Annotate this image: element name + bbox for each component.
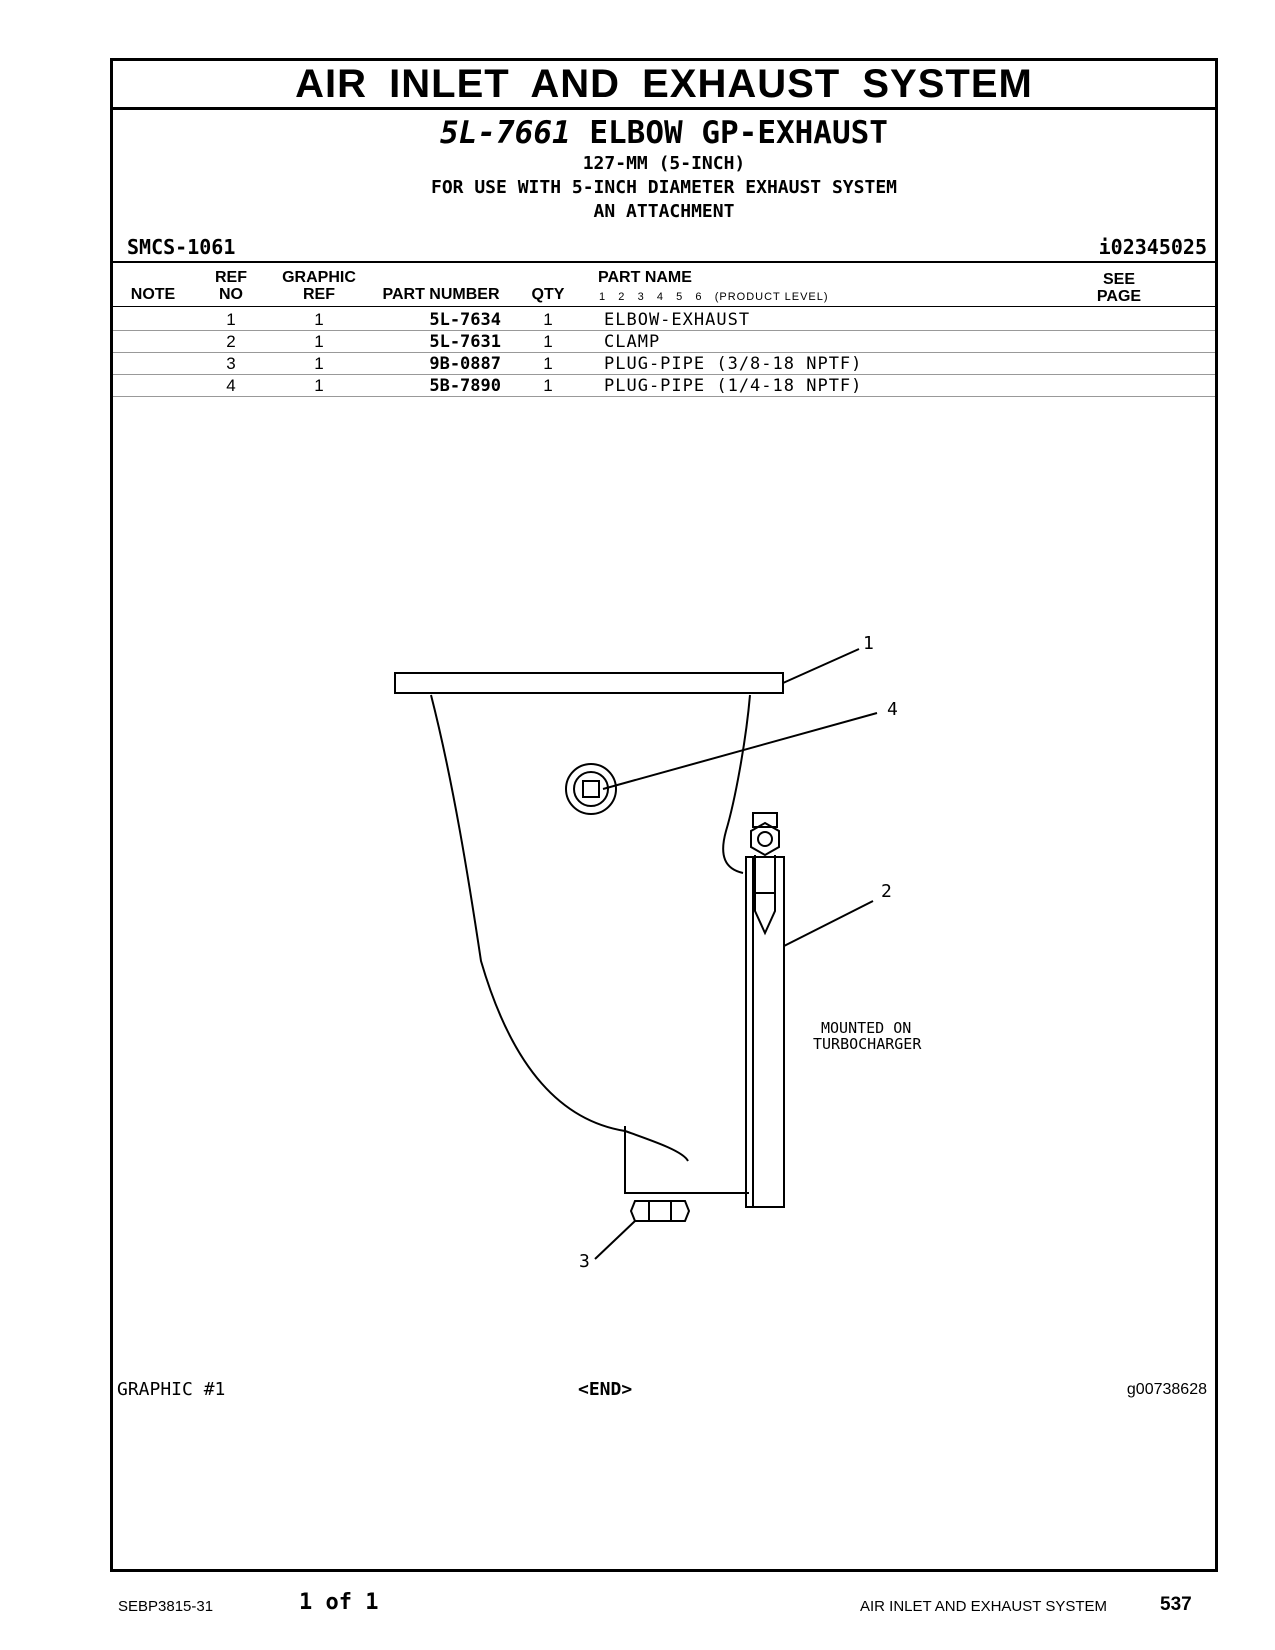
table-row: 3 1 9B-0887 1 PLUG-PIPE (3/8-18 NPTF) (226, 354, 863, 374)
row-divider (113, 330, 1215, 331)
clamp-band (745, 856, 785, 1208)
section-title: AIR INLET AND EXHAUST SYSTEM (113, 61, 1215, 110)
row-divider (113, 374, 1215, 375)
flange-shape (394, 672, 784, 694)
elbow-exhaust-drawing: 1 4 2 3 MOUNTED ON TURBOCHARGER (394, 633, 922, 1272)
table-row: 1 1 5L-7634 1 ELBOW-EXHAUST (226, 310, 751, 330)
col-qty: QTY (531, 286, 565, 303)
plug-4-square (582, 780, 600, 798)
leader-4 (602, 712, 878, 790)
inner-curve (624, 1130, 689, 1162)
callout-4: 4 (887, 699, 898, 720)
table-row: 2 1 5L-7631 1 CLAMP (226, 332, 661, 352)
graphic-label: GRAPHIC #1 (117, 1379, 226, 1400)
clamp-nut (750, 821, 780, 857)
end-marker: <END> (578, 1379, 633, 1400)
plug-3-hex (629, 1200, 691, 1222)
clamp-top-block (752, 812, 778, 828)
body-left-contour (430, 694, 626, 1132)
info-number: i02345025 (1098, 235, 1207, 259)
plug-4-outer (565, 763, 617, 815)
leader-2 (783, 900, 874, 947)
outlet-edge (624, 1126, 749, 1194)
group-subtitle-1: 127-MM (5-INCH) (582, 153, 746, 174)
plug-4-inner (573, 771, 609, 807)
mounting-note-line-2: TURBOCHARGER (813, 1035, 922, 1053)
group-part-number: 5L-7661 (440, 115, 571, 151)
callout-1: 1 (863, 633, 874, 654)
page-of: 1 of 1 (299, 1590, 379, 1615)
footer-section-title: AIR INLET AND EXHAUST SYSTEM (860, 1598, 1108, 1615)
col-part-name: PART NAME (598, 269, 692, 286)
leader-3 (594, 1220, 636, 1260)
page-number: 537 (1160, 1594, 1192, 1615)
table-row: 4 1 5B-7890 1 PLUG-PIPE (1/4-18 NPTF) (226, 376, 863, 396)
group-subtitle-3: AN ATTACHMENT (593, 201, 735, 222)
group-subtitle-2: FOR USE WITH 5-INCH DIAMETER EXHAUST SYS… (431, 177, 897, 198)
callout-3: 3 (579, 1251, 590, 1272)
col-product-level: 1 2 3 4 5 6 (PRODUCT LEVEL) (599, 291, 829, 303)
body-right-contour (722, 694, 751, 874)
doc-number: SEBP3815-31 (118, 1598, 214, 1615)
smcs-code: SMCS-1061 (127, 235, 236, 259)
row-divider (113, 396, 1215, 397)
leader-1 (782, 648, 860, 684)
page-frame: AIR INLET AND EXHAUST SYSTEM 5L-7661 ELB… (110, 58, 1218, 1572)
graphic-id: g00738628 (1126, 1381, 1207, 1398)
group-name: ELBOW GP-EXHAUST (589, 115, 888, 151)
header-rule (113, 261, 1215, 263)
col-note: NOTE (130, 286, 176, 303)
group-title: 5L-7661 ELBOW GP-EXHAUST (113, 115, 1215, 151)
clamp-nut-hole (757, 831, 773, 847)
mounting-note-line-1: MOUNTED ON (821, 1019, 911, 1037)
col-part-number: PART NUMBER (382, 286, 500, 303)
row-divider (113, 352, 1215, 353)
callout-2: 2 (881, 881, 892, 902)
table-header-rule (113, 306, 1215, 307)
